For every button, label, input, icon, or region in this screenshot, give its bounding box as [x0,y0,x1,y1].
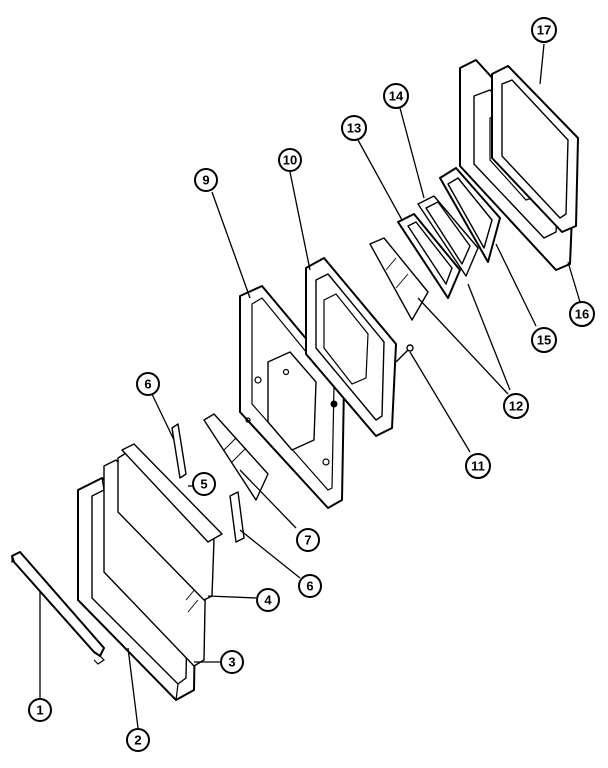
callout-label-5: 5 [200,477,207,492]
callout-label-14: 14 [389,89,404,104]
callout-label-6-upper: 6 [144,377,151,392]
part-inner-door-panel [239,285,345,509]
callout-6-upper: 6 [136,372,160,396]
callout-label-13: 13 [347,121,361,136]
callout-3: 3 [220,650,244,674]
callout-6-lower: 6 [298,574,322,598]
callout-14: 14 [383,83,409,109]
callout-12: 12 [503,393,529,419]
leader-13 [357,139,403,221]
callout-label-4: 4 [264,593,272,608]
part-panel-15 [439,167,501,263]
callout-label-7: 7 [304,533,311,548]
callout-2: 2 [126,728,150,752]
callout-4: 4 [256,588,280,612]
callout-13: 13 [341,115,367,141]
leader-15 [495,243,537,327]
callout-label-6-lower: 6 [306,579,313,594]
callout-11: 11 [465,453,491,479]
part-screw [395,344,414,363]
callout-label-12: 12 [509,399,523,414]
callout-label-2: 2 [134,733,141,748]
part-glass-frame-13 [397,213,461,299]
part-bracket-upper [171,423,187,479]
leader-6b [239,529,301,579]
callout-label-9: 9 [202,173,209,188]
leader-6a [149,389,175,441]
leader-10 [289,171,311,271]
callout-16: 16 [569,301,595,327]
part-gasket-14 [417,195,479,277]
leader-14 [399,107,425,199]
callout-17: 17 [531,17,557,43]
callout-label-16: 16 [575,307,589,322]
leader-4 [207,595,257,599]
callout-9: 9 [194,168,218,192]
leader-16 [567,261,581,303]
leader-17 [539,43,545,85]
callout-1: 1 [28,698,52,722]
part-glass-7 [203,413,269,501]
leader-12b [467,283,511,391]
callout-label-3: 3 [228,655,235,670]
callout-15: 15 [531,327,557,353]
callout-label-10: 10 [283,153,297,168]
callout-5: 5 [192,472,216,496]
callout-label-17: 17 [537,23,551,38]
part-handle [11,551,105,665]
leader-9 [211,191,251,299]
callout-label-15: 15 [537,333,551,348]
part-door-frame-10 [305,257,397,437]
callout-label-11: 11 [471,459,485,474]
part-glass-12 [369,237,429,321]
part-bracket-lower [229,491,245,543]
leader-2 [127,647,139,729]
callout-7: 7 [296,528,320,552]
callout-label-1: 1 [36,703,43,718]
leader-12a [417,297,509,395]
part-rear-frame-17 [491,65,579,233]
leader-11 [409,351,471,453]
callout-10: 10 [278,148,302,172]
part-glass-5 [121,443,223,543]
leader-7 [239,469,297,529]
leader-lines [39,43,581,729]
